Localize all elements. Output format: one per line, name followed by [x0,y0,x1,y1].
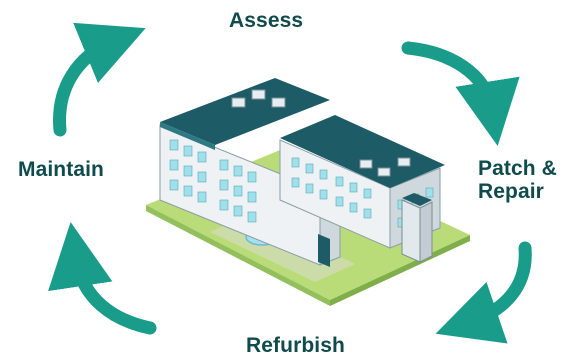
step-label-refurbish: Refurbish [246,334,345,357]
arrow-patch-to-refurbish [435,241,532,344]
arrow-maintain-to-assess [53,22,146,137]
step-label-patch-repair: Patch & Repair [478,157,557,204]
arrow-refurbish-to-maintain [48,222,157,335]
step-label-assess: Assess [229,9,304,32]
arrow-assess-to-patch [401,41,520,146]
school-building-icon [146,78,470,306]
step-label-maintain: Maintain [18,158,104,181]
